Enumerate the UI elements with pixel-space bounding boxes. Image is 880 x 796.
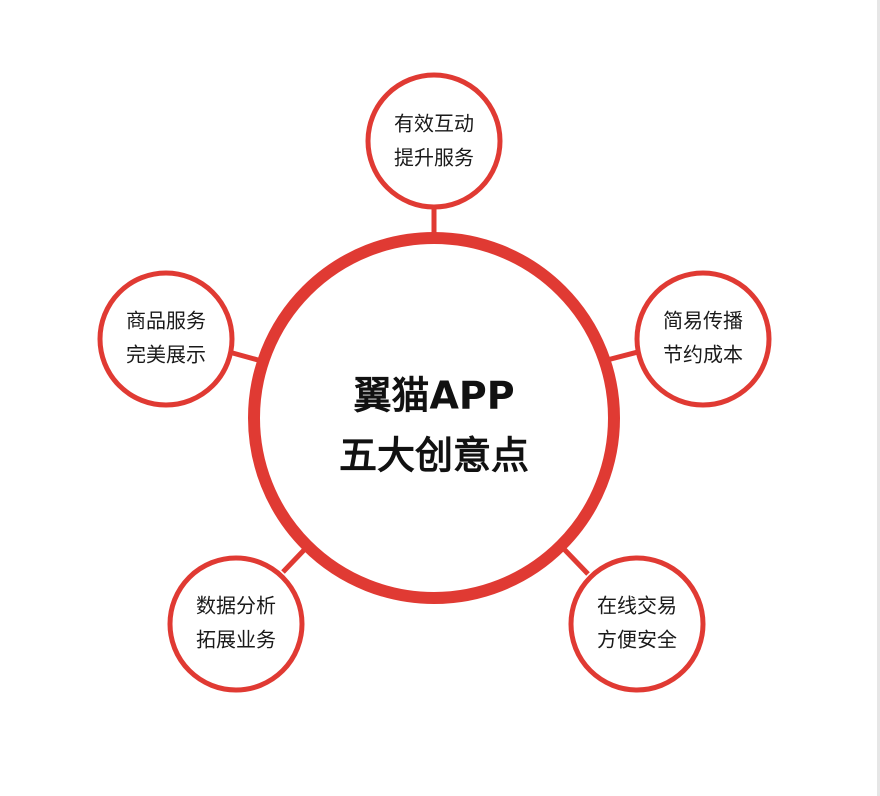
node-label-line1: 数据分析 — [196, 594, 276, 618]
node-label-line2: 完美展示 — [126, 343, 206, 367]
node-label-line2: 拓展业务 — [196, 628, 276, 652]
node-product-showcase: 商品服务 完美展示 — [97, 270, 235, 408]
connector-left — [228, 349, 259, 363]
node-label-line2: 节约成本 — [663, 343, 743, 367]
connector-bottom-right — [561, 546, 590, 576]
node-label-line2: 提升服务 — [394, 146, 474, 170]
connector-right — [606, 349, 639, 363]
node-label-line1: 有效互动 — [394, 112, 474, 136]
node-easy-spread: 简易传播 节约成本 — [634, 270, 772, 408]
node-label-line1: 商品服务 — [126, 309, 206, 333]
node-label-line1: 在线交易 — [597, 594, 677, 618]
hub-title-line2: 五大创意点 — [339, 434, 529, 478]
node-effective-interaction: 有效互动 提升服务 — [365, 72, 503, 210]
node-online-trade: 在线交易 方便安全 — [568, 555, 706, 693]
connector-bottom-left — [281, 547, 307, 574]
hub-node: 翼猫APP 五大创意点 — [248, 232, 620, 604]
node-label-line1: 简易传播 — [663, 309, 743, 333]
page-edge-divider — [877, 0, 880, 796]
hub-title-line1: 翼猫APP — [353, 374, 514, 418]
node-label-line2: 方便安全 — [597, 628, 677, 652]
node-data-analysis: 数据分析 拓展业务 — [167, 555, 305, 693]
